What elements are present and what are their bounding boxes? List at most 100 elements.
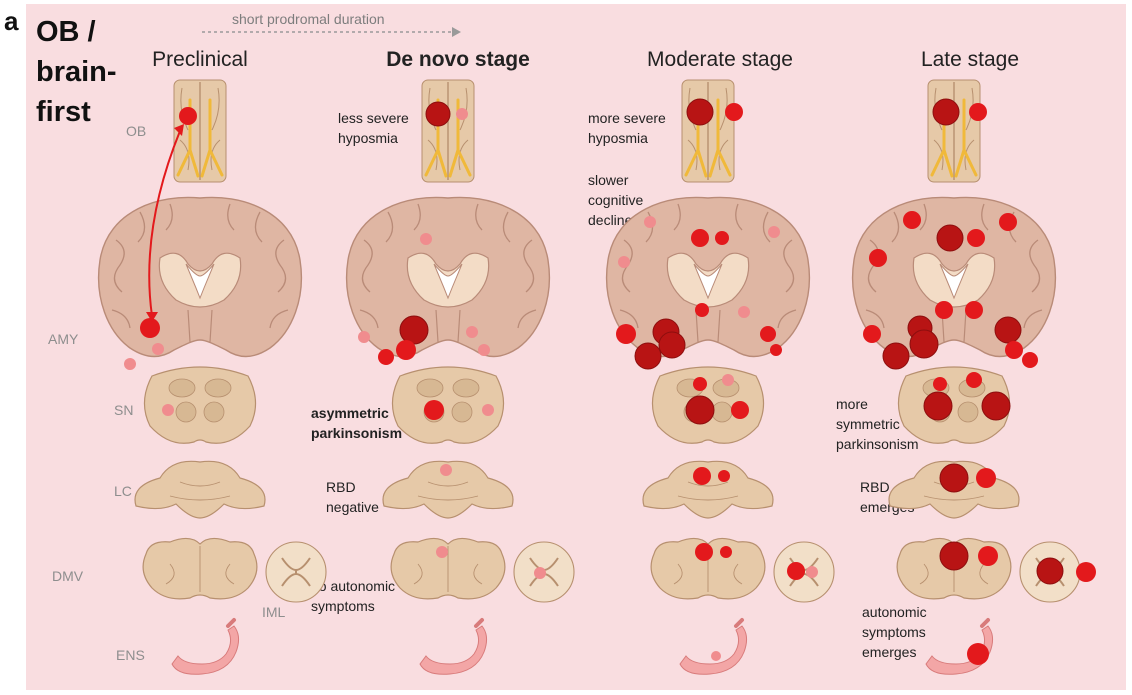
pathology-marker — [718, 470, 730, 482]
pathology-marker — [978, 546, 998, 566]
pathology-marker — [420, 233, 432, 245]
colliculus — [169, 379, 195, 397]
colliculus — [453, 379, 479, 397]
pathology-marker — [722, 374, 734, 386]
pathology-marker — [1022, 352, 1038, 368]
esophagus — [228, 620, 234, 626]
pathology-marker — [731, 401, 749, 419]
pathology-marker — [396, 340, 416, 360]
pathology-marker — [456, 108, 468, 120]
pathology-marker — [966, 372, 982, 388]
pathology-marker — [400, 316, 428, 344]
red-nucleus — [176, 402, 196, 422]
pathology-marker — [965, 301, 983, 319]
pathology-marker — [482, 404, 494, 416]
stomach-icon — [680, 620, 747, 674]
pathology-marker — [687, 99, 713, 125]
pathology-marker — [635, 343, 661, 369]
pathology-marker — [924, 392, 952, 420]
esophagus — [476, 620, 482, 626]
pathology-marker — [693, 377, 707, 391]
pathology-marker — [760, 326, 776, 342]
stomach-body — [420, 626, 487, 674]
pathology-marker — [720, 546, 732, 558]
pathology-marker — [466, 326, 478, 338]
pathology-marker — [1005, 341, 1023, 359]
pathology-marker — [770, 344, 782, 356]
pathology-marker — [478, 344, 490, 356]
pathology-marker — [976, 468, 996, 488]
pathology-marker — [967, 643, 989, 665]
pathology-marker — [1037, 558, 1063, 584]
coronal-brain-icon — [853, 197, 1056, 356]
midbrain-section-icon — [144, 367, 255, 443]
pathology-marker — [910, 330, 938, 358]
pathology-marker — [903, 211, 921, 229]
pathology-marker — [436, 546, 448, 558]
pathology-marker — [152, 343, 164, 355]
spinal-cord-section-icon — [266, 542, 326, 602]
pathology-marker — [691, 229, 709, 247]
esophagus — [982, 620, 988, 626]
pathology-marker — [1076, 562, 1096, 582]
colliculus — [205, 379, 231, 397]
red-nucleus — [958, 402, 978, 422]
olfactory-bulb-icon — [422, 80, 474, 182]
pathology-marker — [937, 225, 963, 251]
pathology-marker — [695, 303, 709, 317]
pathology-marker — [140, 318, 160, 338]
pathology-marker — [644, 216, 656, 228]
pathology-marker — [869, 249, 887, 267]
coronal-brain-icon — [99, 197, 302, 356]
pathology-marker — [695, 543, 713, 561]
pathology-marker — [999, 213, 1017, 231]
midbrain-tissue — [144, 367, 255, 443]
pathology-marker — [616, 324, 636, 344]
pathology-marker — [358, 331, 370, 343]
pathology-marker — [787, 562, 805, 580]
pathology-marker — [686, 396, 714, 424]
pathology-marker — [768, 226, 780, 238]
olfactory-bulb-icon — [928, 80, 980, 182]
stomach-body — [680, 626, 747, 674]
pathology-marker — [935, 301, 953, 319]
coronal-brain-icon — [607, 197, 810, 356]
stomach-body — [172, 626, 239, 674]
stomach-icon — [172, 620, 239, 674]
pathology-marker — [738, 306, 750, 318]
pathology-marker — [806, 566, 818, 578]
pathology-marker — [969, 103, 987, 121]
pathology-marker — [179, 107, 197, 125]
olfactory-bulb-icon — [682, 80, 734, 182]
pathology-marker — [933, 99, 959, 125]
pathology-marker — [659, 332, 685, 358]
pons-section-icon — [135, 461, 265, 518]
pathology-marker — [426, 102, 450, 126]
esophagus — [736, 620, 742, 626]
pathology-marker — [162, 404, 174, 416]
colliculus — [417, 379, 443, 397]
pathology-marker — [424, 400, 444, 420]
pathology-marker — [982, 392, 1010, 420]
pathology-marker — [440, 464, 452, 476]
pathology-marker — [534, 567, 546, 579]
pons-tissue — [135, 461, 265, 518]
pathology-marker — [618, 256, 630, 268]
pathology-marker — [711, 651, 721, 661]
red-nucleus — [712, 402, 732, 422]
pathology-marker — [883, 343, 909, 369]
pathology-marker — [940, 464, 968, 492]
red-nucleus — [452, 402, 472, 422]
pathology-marker — [995, 317, 1021, 343]
pathology-marker — [933, 377, 947, 391]
stomach-icon — [420, 620, 487, 674]
pathology-marker — [124, 358, 136, 370]
pathology-marker — [725, 103, 743, 121]
pathology-marker — [693, 467, 711, 485]
red-nucleus — [204, 402, 224, 422]
pathology-marker — [715, 231, 729, 245]
pathology-marker — [863, 325, 881, 343]
medulla-section-icon — [391, 538, 505, 598]
medulla-section-icon — [143, 538, 257, 598]
pathology-marker — [378, 349, 394, 365]
